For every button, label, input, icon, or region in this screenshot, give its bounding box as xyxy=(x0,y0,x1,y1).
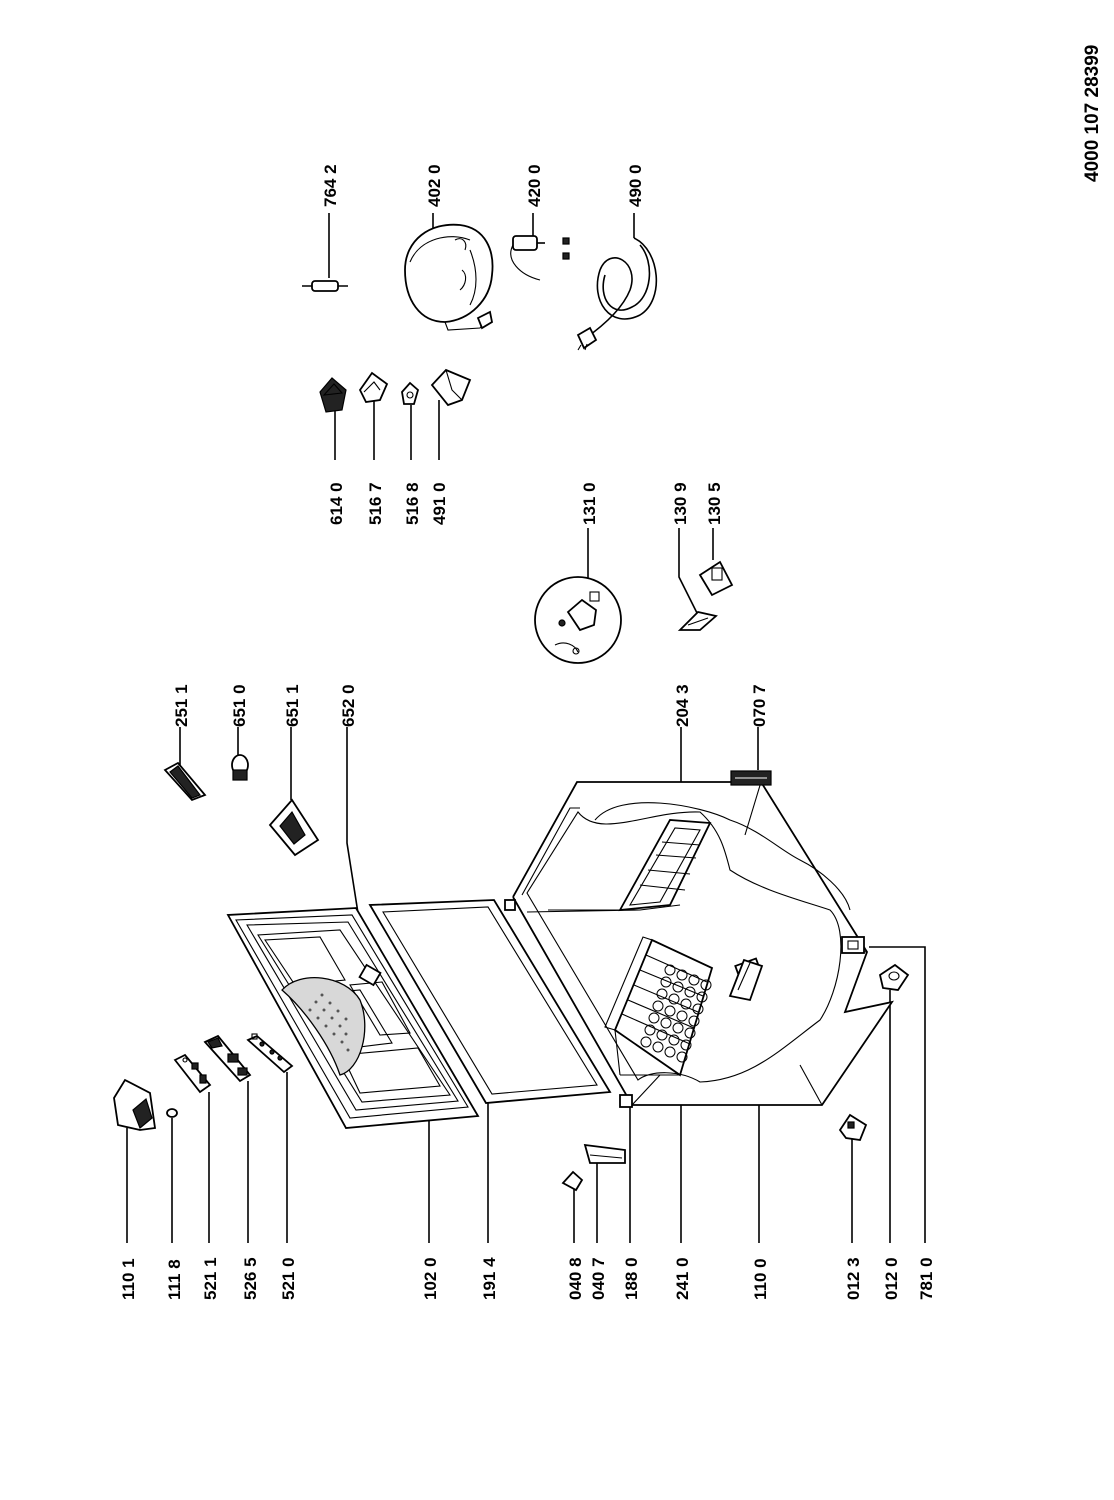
callout-label-764-2: 764 2 xyxy=(321,164,340,207)
callout-label-521-0: 521 0 xyxy=(279,1257,298,1300)
callout-label-111-8: 111 8 xyxy=(165,1259,184,1300)
callout-label-012-3: 012 3 xyxy=(844,1257,863,1300)
divider-204-3 xyxy=(618,819,712,912)
callout-label-040-8: 040 8 xyxy=(566,1257,585,1300)
callout-label-251-1: 251 1 xyxy=(172,684,191,727)
basket-241-0 xyxy=(604,936,714,1077)
callout-label-521-1: 521 1 xyxy=(201,1257,220,1300)
callout-label-110-0: 110 0 xyxy=(751,1258,770,1300)
callout-label-070-7: 070 7 xyxy=(750,684,769,727)
panel-521-1 xyxy=(173,1053,212,1094)
callout-label-012-0: 012 0 xyxy=(882,1257,901,1300)
overload-516-7 xyxy=(358,371,389,403)
callout-label-651-0: 651 0 xyxy=(230,684,249,727)
callout-label-131-0: 131 0 xyxy=(580,482,599,525)
callout-label-420-0: 420 0 xyxy=(525,164,544,207)
document-number: 4000 107 28399 xyxy=(1082,45,1103,182)
callout-label-402-0: 402 0 xyxy=(425,164,444,207)
callout-label-651-1: 651 1 xyxy=(283,684,302,727)
callout-label-241-0: 241 0 xyxy=(673,1257,692,1300)
leader-lines xyxy=(126,213,926,1243)
handle-110-0 xyxy=(728,958,764,1002)
key-111-8 xyxy=(166,1108,178,1118)
callout-label-652-0: 652 0 xyxy=(339,684,358,727)
callout-label-130-9: 130 9 xyxy=(671,482,690,525)
callout-label-781-0: 781 0 xyxy=(917,1257,936,1300)
drier-764-2 xyxy=(302,280,348,292)
panel-521-0 xyxy=(246,1033,294,1074)
callout-label-490-0: 490 0 xyxy=(626,164,645,207)
callout-label-491-0: 491 0 xyxy=(430,482,449,525)
callout-label-110-1: 110 1 xyxy=(119,1258,138,1300)
lid-gasket-191-4 xyxy=(368,899,612,1104)
hinge-040-8 xyxy=(561,1170,584,1192)
power-cord-490-0 xyxy=(576,237,658,351)
lamp-651-0 xyxy=(231,754,249,781)
capacitor-420-0 xyxy=(510,235,570,281)
lock-cover-110-1 xyxy=(113,1078,157,1131)
callout-label-188-0: 188 0 xyxy=(622,1257,641,1300)
callout-label-130-5: 130 5 xyxy=(705,482,724,525)
callout-label-516-7: 516 7 xyxy=(366,482,385,525)
thermostat-knob-251-1 xyxy=(163,761,207,802)
callout-label-516-8: 516 8 xyxy=(403,482,422,525)
cabinet-body xyxy=(504,770,895,1108)
lid-assembly-102-0 xyxy=(226,907,480,1129)
lamp-cover-651-1 xyxy=(268,798,320,857)
sensor-clip-130-9 xyxy=(677,611,718,631)
callout-labels: 110 1 111 8 521 1 526 5 521 0 102 0 191 … xyxy=(119,164,936,1300)
callout-label-191-4: 191 4 xyxy=(480,1257,499,1300)
callout-label-614-0: 614 0 xyxy=(327,482,346,525)
callout-label-040-7: 040 7 xyxy=(589,1257,608,1300)
relay-614-0 xyxy=(319,377,347,413)
callout-label-204-3: 204 3 xyxy=(673,684,692,727)
foot-012-0 xyxy=(878,963,910,991)
callout-label-102-0: 102 0 xyxy=(421,1257,440,1300)
hinge-cover-040-7 xyxy=(583,1143,626,1164)
lamp-holder-526-5 xyxy=(203,1034,252,1083)
clip-516-8 xyxy=(401,381,420,405)
bracket-012-3 xyxy=(838,1113,868,1141)
callout-label-526-5: 526 5 xyxy=(241,1257,260,1300)
clip-130-5 xyxy=(698,560,734,597)
compressor-402-0 xyxy=(404,223,494,331)
thermostat-131-0-detail xyxy=(534,576,622,664)
cover-491-0 xyxy=(430,368,472,407)
